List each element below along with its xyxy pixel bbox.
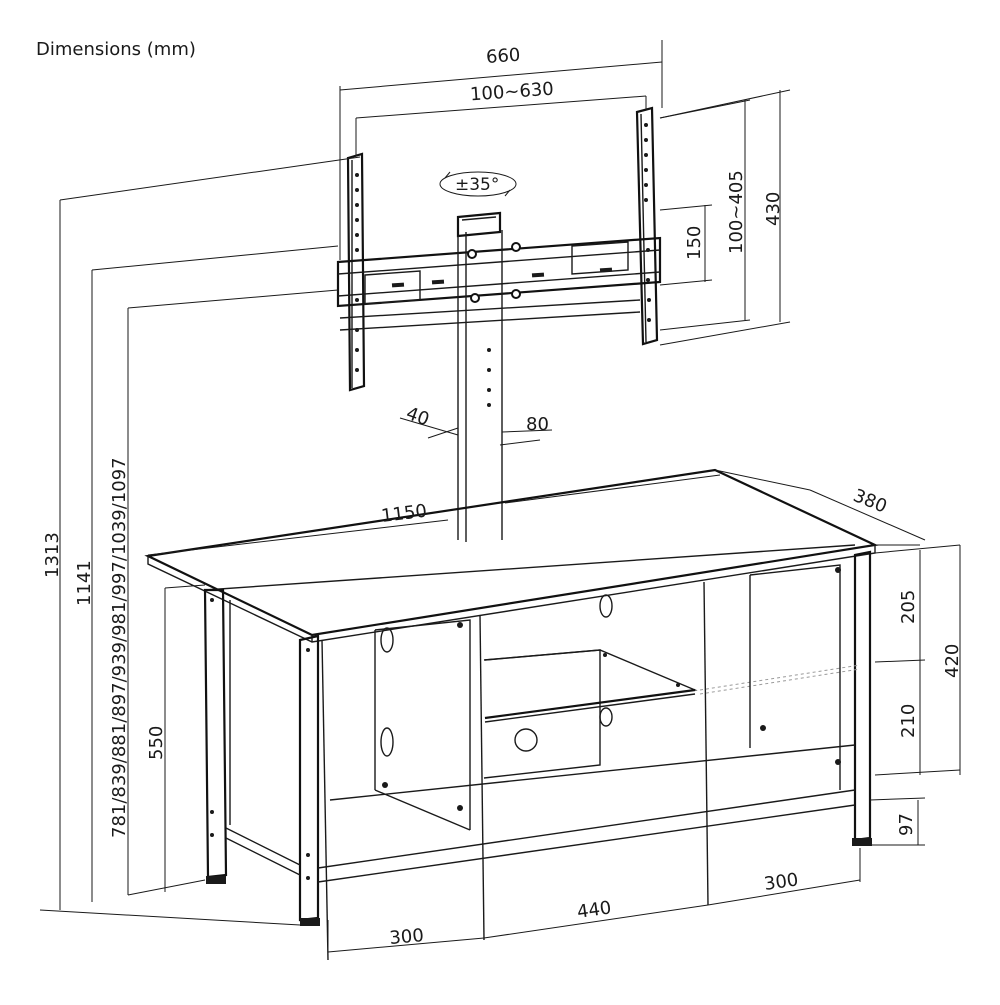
dim-rotation: ±35° — [455, 175, 499, 195]
dim-100-630: 100~630 — [469, 79, 554, 106]
dim-380: 380 — [850, 485, 890, 517]
dim-100-405: 100~405 — [726, 170, 747, 254]
rotation-indicator — [439, 171, 517, 197]
dim-300-right: 300 — [763, 869, 800, 895]
tv-mount — [336, 106, 662, 392]
bracket-holes — [355, 123, 651, 372]
dimension-lines — [39, 40, 961, 960]
dim-80: 80 — [526, 414, 549, 435]
dim-440: 440 — [576, 897, 613, 923]
dim-1313: 1313 — [42, 532, 63, 578]
dim-300-left: 300 — [389, 925, 425, 949]
diagram-title: Dimensions (mm) — [36, 39, 196, 60]
dim-height-range: 781/839/881/897/939/981/997/1039/1097 — [109, 457, 130, 838]
cabinet — [144, 468, 879, 961]
dim-210: 210 — [898, 704, 919, 738]
dim-1141: 1141 — [74, 560, 95, 606]
dim-97: 97 — [896, 813, 917, 836]
dim-550: 550 — [146, 726, 167, 760]
dim-660: 660 — [485, 45, 521, 68]
dim-420: 420 — [942, 644, 963, 678]
dim-430: 430 — [763, 192, 784, 226]
dim-205: 205 — [898, 590, 919, 624]
dim-150: 150 — [684, 226, 705, 260]
support-pole — [457, 230, 503, 542]
